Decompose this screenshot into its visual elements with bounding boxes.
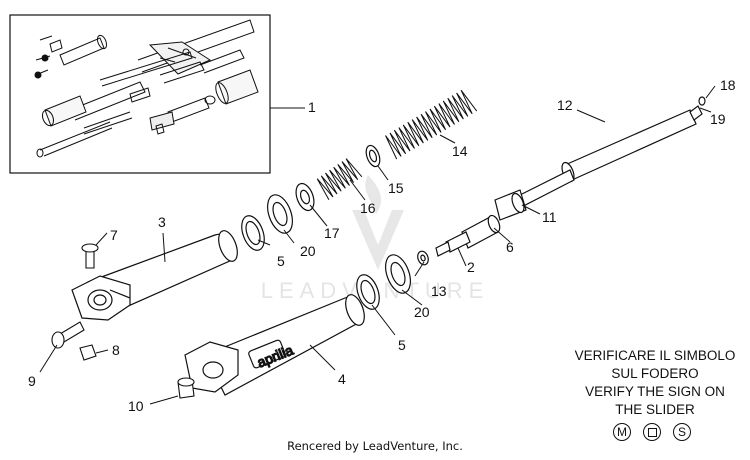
part-number-11: 11 xyxy=(542,209,557,225)
part-number-14: 14 xyxy=(452,143,468,159)
part-number-15: 15 xyxy=(388,180,404,196)
part-number-19: 19 xyxy=(710,111,726,127)
seals-and-washers xyxy=(241,144,429,310)
note-line-2: SUL FODERO xyxy=(611,366,699,381)
part-number-13: 13 xyxy=(431,283,447,299)
part-number-6: 6 xyxy=(506,239,514,255)
part-number-4: 4 xyxy=(338,371,346,387)
note-line-3: VERIFY THE SIGN ON xyxy=(585,384,725,399)
right-slider: aprilia xyxy=(184,294,365,396)
part-number-17: 17 xyxy=(324,225,340,241)
part-number-18: 18 xyxy=(720,77,736,93)
damper-assembly xyxy=(435,96,706,257)
part-number-5b: 5 xyxy=(398,337,406,353)
note-line-4: THE SLIDER xyxy=(615,402,695,417)
part-number-3: 3 xyxy=(158,214,166,230)
part-number-9: 9 xyxy=(28,373,36,389)
springs xyxy=(316,89,478,201)
part-number-2: 2 xyxy=(467,259,475,275)
credit-footer: Rencered by LeadVenture, Inc. xyxy=(287,439,463,453)
part-number-8: 8 xyxy=(112,342,120,358)
part-number-1: 1 xyxy=(308,99,316,115)
part-number-16: 16 xyxy=(360,200,376,216)
part-number-20b: 20 xyxy=(414,304,430,320)
symbol-square xyxy=(643,423,661,441)
left-slider xyxy=(71,230,238,321)
hardware xyxy=(51,243,195,399)
note-line-1: VERIFICARE IL SIMBOLO xyxy=(574,348,736,363)
symbol-m: M xyxy=(613,423,631,441)
part-number-20a: 20 xyxy=(300,243,316,259)
part-numbers: 1 2 3 4 5 5 6 7 8 9 10 11 12 13 14 15 16… xyxy=(28,77,736,414)
leader-lines xyxy=(39,85,716,405)
part-number-7: 7 xyxy=(110,227,118,243)
inset-assembly xyxy=(9,14,271,174)
part-number-12: 12 xyxy=(557,97,573,113)
part-number-5a: 5 xyxy=(277,253,285,269)
part-number-10: 10 xyxy=(128,398,144,414)
symbol-s: S xyxy=(673,423,691,441)
